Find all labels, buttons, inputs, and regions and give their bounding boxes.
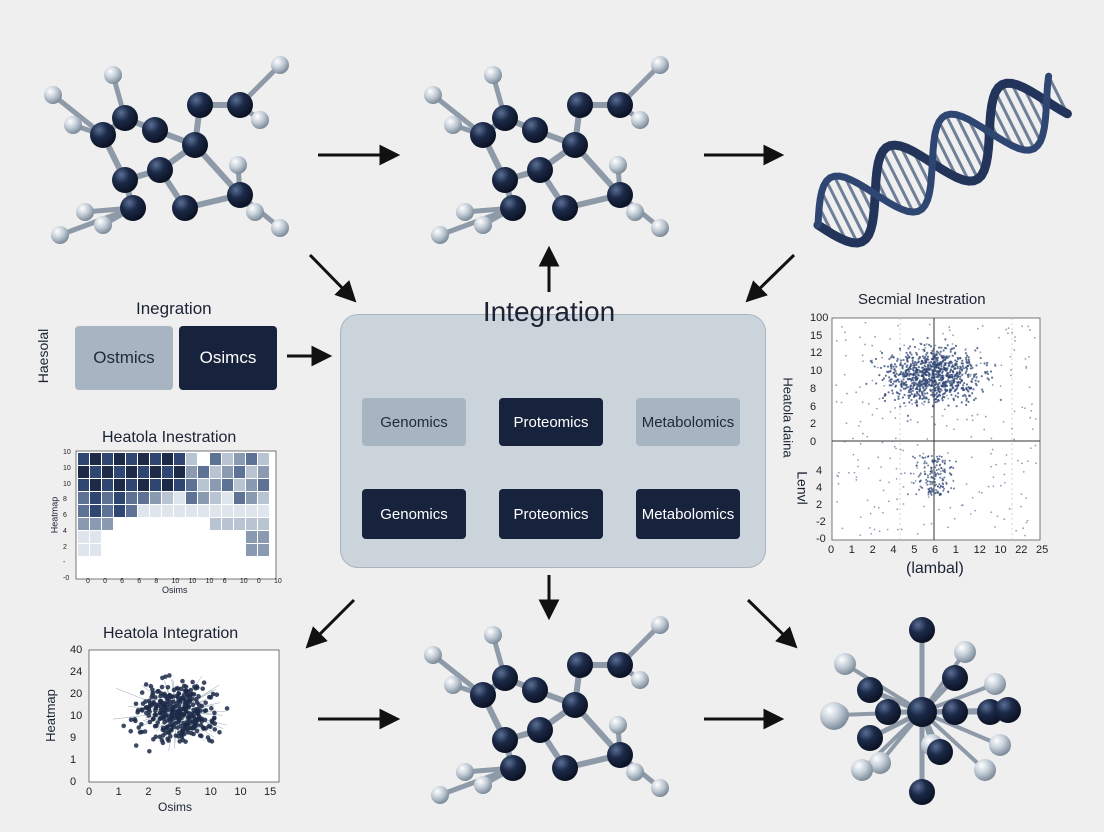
tick-label: 4 [890,544,897,556]
tick-label: 2 [869,544,876,556]
tick-label: 10 [994,544,1007,556]
tick-label: 10 [239,578,248,585]
tick-label: 1 [70,754,77,766]
tick-label: - [63,559,66,567]
heatmap-title: Heatola Inestration [102,429,237,446]
tick-label: 10 [70,710,83,722]
tick-label: 6 [932,544,939,556]
arrow-icon [308,253,357,303]
tick-label: 0 [256,578,261,585]
tick-label: 2 [145,786,152,798]
osimcs-box[interactable]: Osimcs [179,326,277,390]
tick-label: 12 [810,347,823,360]
tick-label: 1 [848,544,855,556]
tick-label: 10 [205,578,214,585]
tick-label: 10 [810,365,823,378]
tick-label: 10 [274,578,282,585]
tick-label: 8 [63,496,67,504]
right-scatter-title: Secmial Inestration [858,291,986,308]
tick-label: 100 [810,312,829,324]
tick-label: 10 [63,464,71,472]
tick-label: 4 [816,465,823,477]
tick-label: 22 [1015,544,1028,556]
bl-scatter-xlabel: Osims [158,800,192,814]
molecule-icon-bottom-right [820,617,1021,805]
tick-label: 10 [63,480,71,488]
ostmics-box[interactable]: Ostmics [75,326,173,390]
tick-label: 0 [70,776,77,788]
tick-label: 10 [63,449,71,456]
tick-label: -2 [816,516,826,528]
right-scatter-ylabel-top: Heatola daina [780,377,796,458]
tick-label: 20 [70,688,83,700]
tick-label: 0 [103,578,107,585]
arrow-icon [746,598,798,649]
integration-title: Integration [482,296,616,327]
right-scatter-plot [831,317,1041,541]
proteomics-box-top[interactable]: Proteomics [499,398,603,446]
tick-label: -0 [63,575,70,582]
tick-label: 9 [70,732,77,744]
arrow-icon [305,598,356,649]
tick-label: 2 [810,418,817,431]
metabolomics-box-bottom[interactable]: Metabolomics [636,489,740,539]
tick-label: 8 [810,382,817,395]
tick-label: 10 [204,786,217,798]
tick-label: 12 [973,544,986,556]
tick-label: 2 [816,499,823,511]
metabolomics-box-top[interactable]: Metabolomics [636,398,740,446]
heatmap-plot [75,450,277,580]
genomics-box-top[interactable]: Genomics [362,398,466,446]
molecule-icon-top-left [44,56,289,244]
tick-label: 10 [171,578,180,585]
tick-label: 10 [188,578,197,585]
molecule-icon-bottom-center [424,616,669,804]
genomics-box-bottom[interactable]: Genomics [362,489,466,539]
tick-label: 15 [810,329,823,342]
right-scatter-xlabel: (lambal) [906,560,964,577]
molecule-icon-top-center [424,56,669,244]
tick-label: 4 [816,482,823,494]
tick-label: 15 [264,786,277,798]
left-panel-side-label: Haesolal [35,328,52,384]
arrow-icon [745,253,796,303]
bl-scatter-title: Heatola Integration [103,625,239,642]
tick-label: 6 [120,578,125,585]
tick-label: 0 [810,436,817,448]
tick-label: 6 [137,578,142,585]
tick-label: 25 [1036,544,1049,556]
tick-label: 2 [63,543,67,551]
tick-label: 0 [828,544,835,556]
tick-label: 10 [234,786,247,798]
left-panel-title: Inegration [136,299,212,318]
tick-label: 4 [63,527,67,535]
bottom-left-scatter-plot [88,649,280,783]
tick-label: 6 [63,512,67,519]
tick-label: 0 [86,578,90,585]
proteomics-box-bottom[interactable]: Proteomics [499,489,603,539]
bl-scatter-ylabel: Heatmap [42,689,58,742]
tick-label: 1 [952,544,959,556]
heatmap-ylabel: Heatmap [49,496,60,534]
heatmap-xlabel: Osims [162,585,188,595]
tick-label: 6 [222,578,227,585]
tick-label: 5 [175,786,182,798]
tick-label: 40 [70,644,83,656]
tick-label: 8 [154,578,159,585]
tick-label: 6 [810,400,817,413]
tick-label: 1 [115,786,122,798]
tick-label: 24 [70,666,83,678]
tick-label: 0 [86,786,93,798]
dna-helix-icon [813,72,1072,248]
tick-label: 5 [911,544,918,556]
tick-label: -0 [816,533,826,545]
right-scatter-ylabel-bottom: Lenvl [794,471,811,505]
arrow-icons [287,144,798,730]
